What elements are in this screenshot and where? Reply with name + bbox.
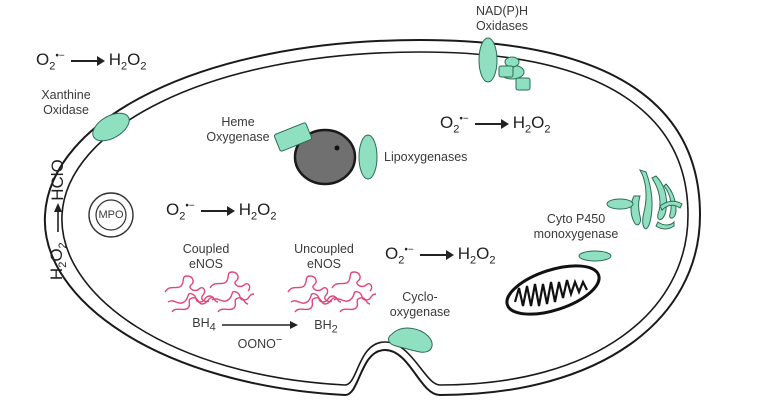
cyp-vesicle-a: [606, 198, 634, 210]
reaction-2-from: O2•−: [440, 113, 469, 136]
bh2-label: BH2: [314, 318, 338, 336]
hclo-arrow-head: [54, 203, 62, 212]
nadph-oxidase-shape: [478, 37, 531, 91]
reaction-1: O2•− H2O2: [36, 50, 146, 72]
reaction-1-from: O2•−: [36, 50, 65, 73]
reaction-1-arrow: [70, 56, 105, 67]
reaction-2-arrow: [474, 119, 509, 130]
reaction-2-to: H2O2: [512, 113, 551, 136]
reaction-4-from: O2•−: [385, 244, 414, 267]
oono-label: OONO−: [237, 334, 283, 352]
side-h2o2: H2O2: [46, 242, 70, 281]
cyclooxygenase-shape: [388, 327, 433, 353]
cyclooxygenase-label: Cyclo-oxygenase: [389, 290, 451, 319]
coupled-enos-shape: [164, 271, 255, 313]
lipoxygenases-label: Lipoxygenases: [384, 150, 468, 164]
reaction-4-to: H2O2: [457, 244, 496, 267]
reaction-4: O2•− H2O2: [385, 244, 495, 266]
nucleolus-shape: [334, 145, 340, 151]
reaction-3-arrow: [200, 206, 235, 217]
mpo-granule-outer: [88, 192, 134, 238]
er-shape: [630, 169, 683, 230]
xanthine-oxidase-shape: [92, 112, 130, 142]
heme-oxygenase-shape: [273, 122, 313, 152]
lipoxygenase-shape: [358, 134, 378, 180]
cell-membrane-inner: [61, 51, 689, 386]
reaction-4-arrow: [419, 250, 454, 261]
uncoupled-enos-shape: [287, 271, 377, 313]
reaction-2: O2•− H2O2: [440, 113, 550, 135]
bh4-label: BH4: [192, 316, 216, 334]
reaction-1-to: H2O2: [108, 50, 147, 73]
side-hclo: HClO: [48, 159, 67, 201]
reaction-3-from: O2•−: [166, 200, 195, 223]
reaction-3-to: H2O2: [238, 200, 277, 223]
cyp-vesicle-b: [578, 250, 612, 262]
mitochondrion-cristae: [513, 278, 588, 307]
mpo-granule-inner: [95, 199, 127, 231]
reaction-3: O2•− H2O2: [166, 200, 276, 222]
mpo-label: MPO: [98, 209, 124, 221]
oono-arrow-head: [290, 321, 298, 329]
nucleus-shape: [293, 128, 357, 186]
cell-membrane-outer: [43, 38, 702, 397]
